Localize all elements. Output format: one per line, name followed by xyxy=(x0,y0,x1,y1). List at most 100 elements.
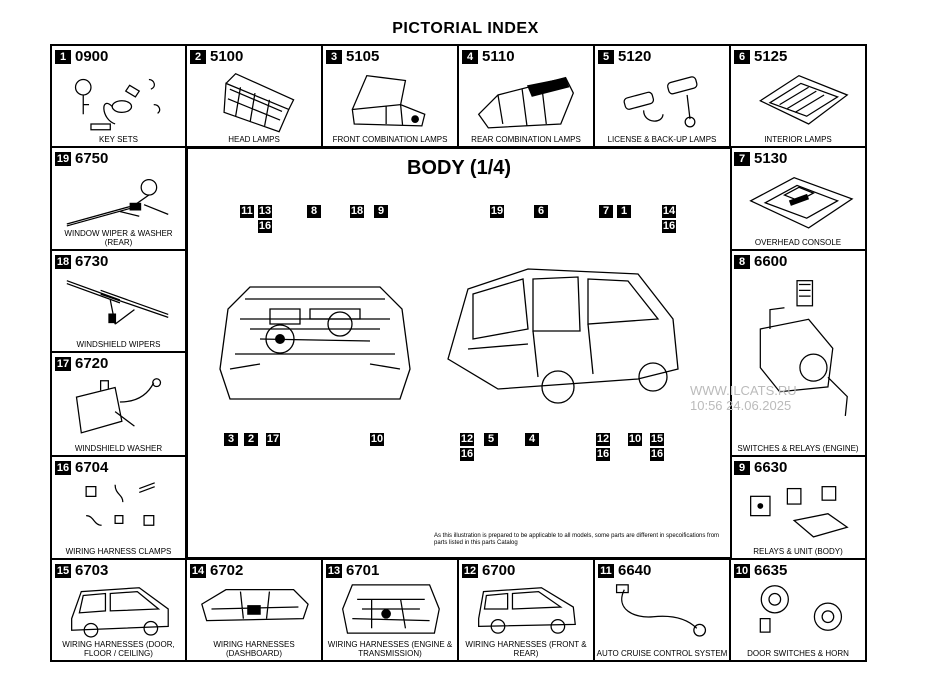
page-title: PICTORIAL INDEX xyxy=(392,20,539,37)
part-code: 5100 xyxy=(210,48,244,65)
cell-caption: SWITCHES & RELAYS (ENGINE) xyxy=(737,444,859,453)
van-side-illustration xyxy=(478,587,576,634)
part-code: 6600 xyxy=(754,253,788,270)
cell-caption: AUTO CRUISE CONTROL SYSTEM xyxy=(596,649,728,658)
interior-lamp-illustration xyxy=(759,74,849,125)
index-number: 5 xyxy=(598,49,614,64)
part-code: 6750 xyxy=(75,150,109,167)
callout-16[interactable]: 16 xyxy=(258,220,272,233)
callout-12[interactable]: 12 xyxy=(460,433,474,446)
cell-caption: LICENSE & BACK-UP LAMPS xyxy=(607,135,717,144)
part-code: 6720 xyxy=(75,355,109,372)
index-cell-harness-engine-transmission[interactable]: 13 6701 WIRING HARNESSES (ENGINE & TRANSM… xyxy=(321,558,459,662)
callout-18[interactable]: 18 xyxy=(350,205,364,218)
van-rear-quarter-illustration xyxy=(447,268,679,404)
cell-caption: WIRING HARNESS CLAMPS xyxy=(65,547,172,556)
index-number: 3 xyxy=(326,49,342,64)
index-number: 15 xyxy=(55,563,71,578)
part-code: 5110 xyxy=(482,48,515,65)
license-lamp-illustration xyxy=(623,76,698,128)
index-cell-license-back-up-lamps[interactable]: 5 5120 LICENSE & BACK-UP LAMPS xyxy=(593,44,731,148)
dashboard-illustration xyxy=(201,589,309,622)
callout-5[interactable]: 5 xyxy=(484,433,498,446)
callout-8[interactable]: 8 xyxy=(307,205,321,218)
callout-16[interactable]: 16 xyxy=(650,448,664,461)
head-lamp-illustration xyxy=(223,72,295,133)
callout-12[interactable]: 12 xyxy=(596,433,610,446)
cell-caption: FRONT COMBINATION LAMPS xyxy=(332,135,448,144)
index-number: 18 xyxy=(55,254,71,269)
callout-7[interactable]: 7 xyxy=(599,205,613,218)
part-code: 5120 xyxy=(618,48,652,65)
part-code: 6635 xyxy=(754,562,788,579)
callout-10[interactable]: 10 xyxy=(628,433,642,446)
callout-13[interactable]: 13 xyxy=(258,205,272,218)
part-code: 6630 xyxy=(754,459,788,476)
part-code: 6701 xyxy=(346,562,380,579)
index-number: 2 xyxy=(190,49,206,64)
van-rear-illustration xyxy=(71,587,169,638)
key-sets-illustration xyxy=(74,78,161,131)
watermark-time: 10:56 24.06.2025 xyxy=(690,398,792,413)
cell-caption: REAR COMBINATION LAMPS xyxy=(471,135,581,144)
body-title: BODY (1/4) xyxy=(406,157,512,179)
index-number: 10 xyxy=(734,563,750,578)
index-number: 16 xyxy=(55,460,71,475)
callout-19[interactable]: 19 xyxy=(490,205,504,218)
rear-combination-lamp-illustration xyxy=(477,76,575,129)
engine-bay-illustration xyxy=(342,584,440,634)
watermark: WWW.ILCATS.RU 10:56 24.06.2025 xyxy=(690,383,797,413)
part-code: 6704 xyxy=(75,459,109,476)
index-number: 8 xyxy=(734,254,750,269)
clamps-illustration xyxy=(85,482,155,526)
index-cell-engine-switches-relays[interactable]: 8 6600 SWITCHES & RELAYS (ENGINE) xyxy=(729,249,867,457)
engine-bay-front-illustration xyxy=(219,286,411,400)
index-number: 11 xyxy=(598,563,614,578)
part-code: 6702 xyxy=(210,562,244,579)
callout-16[interactable]: 16 xyxy=(460,448,474,461)
windshield-wiper-illustration xyxy=(66,280,169,325)
cell-caption: RELAYS & UNIT (BODY) xyxy=(753,547,843,556)
callout-17[interactable]: 17 xyxy=(266,433,280,446)
callout-1[interactable]: 1 xyxy=(617,205,631,218)
callout-14[interactable]: 14 xyxy=(662,205,676,218)
part-code: 6700 xyxy=(482,562,516,579)
callout-11[interactable]: 11 xyxy=(240,205,254,218)
body-relays-illustration xyxy=(750,486,849,538)
part-code: 5130 xyxy=(754,150,788,167)
callout-6[interactable]: 6 xyxy=(534,205,548,218)
callout-3[interactable]: 3 xyxy=(224,433,238,446)
cell-caption: WINDSHIELD WIPERS xyxy=(76,340,161,349)
index-number: 17 xyxy=(55,356,71,371)
index-number: 9 xyxy=(734,460,750,475)
engine-relays-illustration xyxy=(759,280,848,416)
callout-9[interactable]: 9 xyxy=(374,205,388,218)
callout-16[interactable]: 16 xyxy=(662,220,676,233)
callout-4[interactable]: 4 xyxy=(525,433,539,446)
callout-16[interactable]: 16 xyxy=(596,448,610,461)
index-number: 14 xyxy=(190,563,206,578)
index-cell-body-relays-unit[interactable]: 9 6630 RELAYS & UNIT (BODY) xyxy=(729,455,867,560)
callout-15[interactable]: 15 xyxy=(650,433,664,446)
index-cell-wiring-harness-clamps[interactable]: 16 6704 WIRING HARNESS CLAMPS xyxy=(50,455,187,560)
index-number: 13 xyxy=(326,563,342,578)
applicability-note: As this illustration is prepared to be a… xyxy=(434,533,720,546)
cell-caption: WIRING HARNESSES (ENGINE & TRANSMISSION) xyxy=(327,640,453,658)
callout-2[interactable]: 2 xyxy=(244,433,258,446)
callout-10[interactable]: 10 xyxy=(370,433,384,446)
index-number: 7 xyxy=(734,151,750,166)
